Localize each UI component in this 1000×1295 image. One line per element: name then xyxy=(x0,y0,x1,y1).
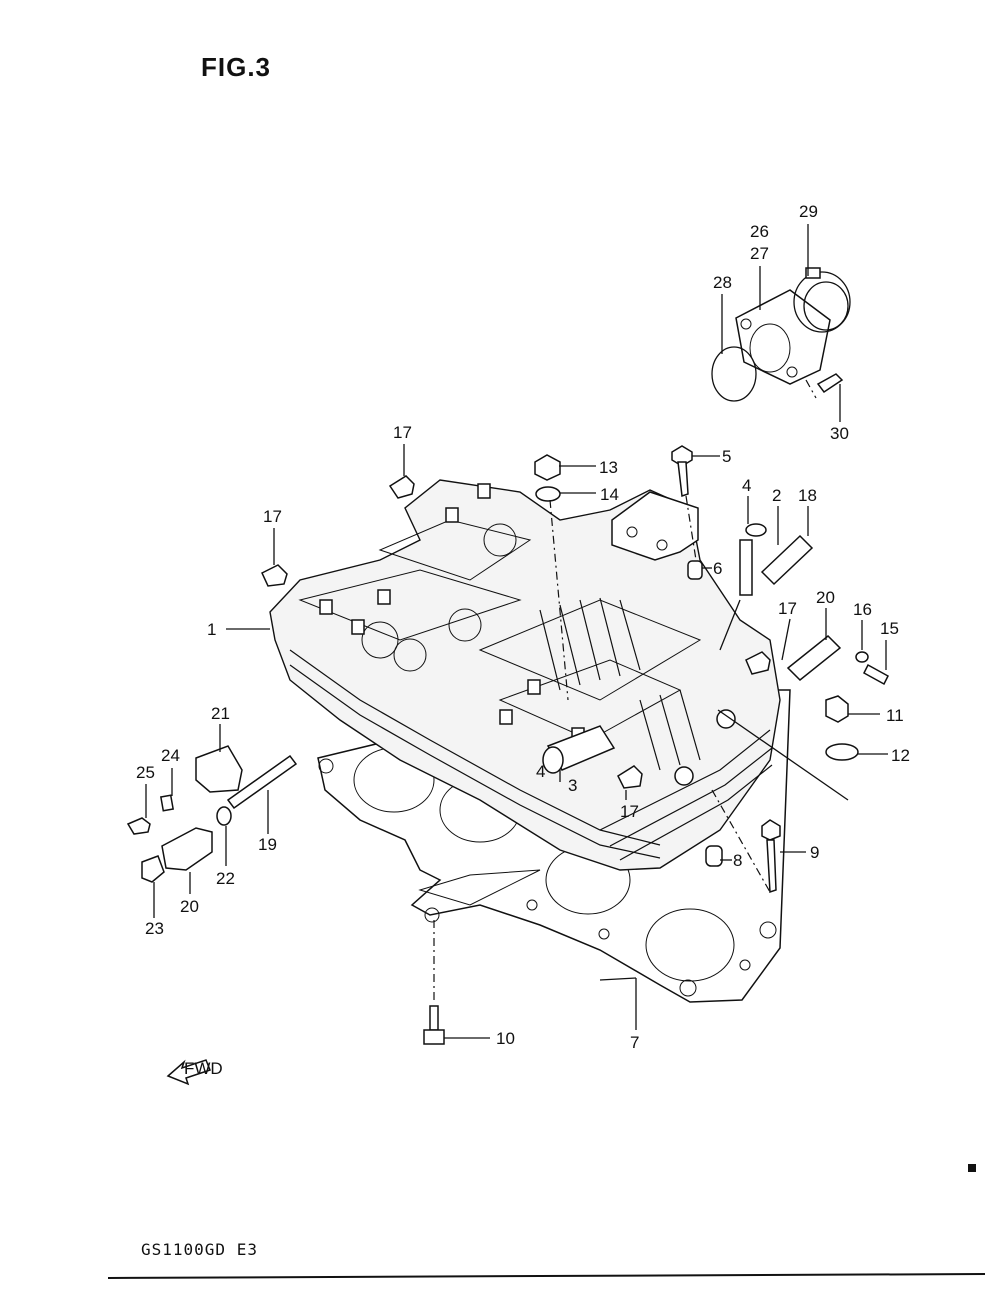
intake-pipe-26-27 xyxy=(735,289,831,385)
spark-plug-18 xyxy=(760,534,814,586)
fwd-arrow: FWD xyxy=(166,1059,223,1086)
callout-29: 29 xyxy=(799,202,818,221)
callout-4b: 4 xyxy=(536,762,545,781)
callout-21: 21 xyxy=(211,704,230,723)
clamp-29 xyxy=(793,267,851,333)
screw-25 xyxy=(126,817,151,835)
callout-30: 30 xyxy=(830,424,849,443)
washer-16 xyxy=(855,651,869,663)
washer-22 xyxy=(216,806,232,826)
callout-11: 11 xyxy=(886,706,904,725)
callout-2: 2 xyxy=(772,486,781,505)
plate-24 xyxy=(159,794,175,812)
callout-5: 5 xyxy=(722,447,731,466)
callout-12: 12 xyxy=(891,746,910,765)
dowel-pin-8 xyxy=(705,845,723,867)
callout-17b: 17 xyxy=(263,507,282,526)
blanking-plug-17-bottom xyxy=(617,765,643,789)
figure-title: FIG.3 xyxy=(201,52,272,82)
tacho-housing-21 xyxy=(195,745,243,793)
stud-bolt-10 xyxy=(423,1005,445,1045)
callout-6: 6 xyxy=(713,559,722,578)
fwd-label: FWD xyxy=(184,1059,223,1078)
callout-15: 15 xyxy=(880,619,899,638)
callout-20a: 20 xyxy=(816,588,835,607)
callout-labels: 1 2 3 4 4 5 6 7 8 9 10 11 12 13 14 15 16… xyxy=(136,202,910,1052)
callout-28: 28 xyxy=(713,273,732,292)
washer-14 xyxy=(535,486,561,502)
callout-23: 23 xyxy=(145,919,164,938)
screw-30 xyxy=(816,373,844,394)
cap-23 xyxy=(141,855,165,883)
cap-nut-11 xyxy=(825,695,849,723)
callout-24: 24 xyxy=(161,746,180,765)
callout-16: 16 xyxy=(853,600,872,619)
bottom-rule xyxy=(107,1273,986,1279)
callout-20b: 20 xyxy=(180,897,199,916)
callout-17d: 17 xyxy=(620,802,639,821)
callout-17a: 17 xyxy=(393,423,412,442)
callout-4a: 4 xyxy=(742,476,751,495)
callout-22: 22 xyxy=(216,869,235,888)
callout-7: 7 xyxy=(630,1033,639,1052)
o-ring-28 xyxy=(711,346,757,402)
callout-10: 10 xyxy=(496,1029,515,1048)
corner-mark xyxy=(968,1164,976,1172)
callout-13: 13 xyxy=(599,458,618,477)
tube-2 xyxy=(739,539,753,596)
bolt-5 xyxy=(671,445,693,498)
callout-18: 18 xyxy=(798,486,817,505)
housing-20-left xyxy=(161,827,213,871)
callout-27: 27 xyxy=(750,244,769,263)
callout-1: 1 xyxy=(207,620,216,639)
callout-26: 26 xyxy=(750,222,769,241)
callout-9: 9 xyxy=(810,843,819,862)
tacho-gear-19 xyxy=(226,754,298,810)
bolt-9 xyxy=(761,819,781,894)
blanking-plug-17-right xyxy=(745,651,771,675)
washer-12 xyxy=(825,743,859,761)
callout-8: 8 xyxy=(733,851,742,870)
blanking-plug-17-top xyxy=(388,475,415,499)
leader-lines xyxy=(145,224,888,1039)
callout-3: 3 xyxy=(568,776,577,795)
dowel-pin-6 xyxy=(687,560,703,580)
spark-plug-20-right xyxy=(786,634,842,682)
screw-15 xyxy=(863,663,889,686)
callout-17c: 17 xyxy=(778,599,797,618)
blanking-plug-17-left xyxy=(261,564,288,587)
cap-nut-13 xyxy=(534,454,561,481)
callout-25: 25 xyxy=(136,763,155,782)
model-code: GS1100GD E3 xyxy=(141,1240,258,1259)
cylinder-head xyxy=(269,479,781,871)
clip-4-upper xyxy=(745,523,767,537)
callout-14: 14 xyxy=(600,485,619,504)
callout-19: 19 xyxy=(258,835,277,854)
